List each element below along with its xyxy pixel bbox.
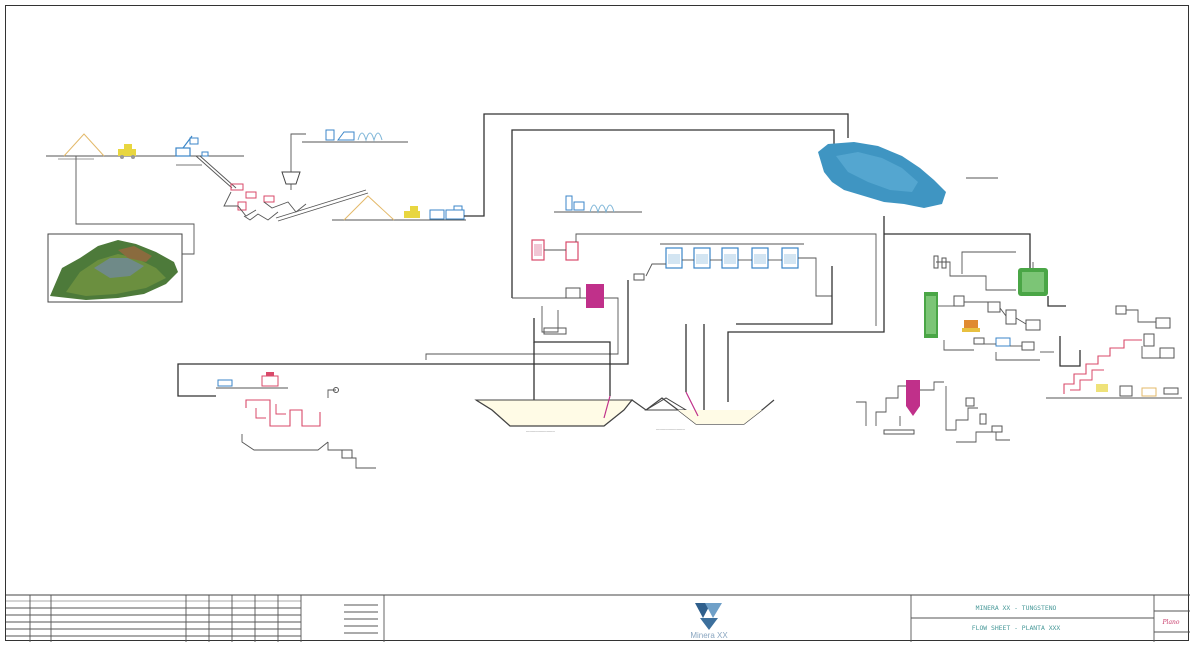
green-column-icon: [924, 292, 938, 338]
flotation-section: [177, 195, 885, 414]
company-logo-icon: [695, 603, 722, 630]
mountain-terrain-icon: [47, 233, 183, 303]
screen-crusher-group: [223, 183, 307, 221]
grinding-mill-icon: [531, 239, 579, 261]
mine-crushing-section: [46, 129, 466, 303]
magenta-furnace-icon: [906, 380, 920, 416]
drawing-stamp: Plano: [1161, 619, 1179, 626]
drawing-sheet: ------------------------- --------------…: [5, 5, 1190, 642]
primary-crusher-icon: [175, 135, 209, 157]
process-water-lines: [464, 113, 849, 298]
drawing-title: FLOW SHEET - PLANTA XXX: [972, 624, 1061, 632]
reagent-preparation-section: [216, 372, 376, 469]
equipment-cluster: [938, 295, 1081, 367]
flotation-cell-icon: [645, 247, 832, 297]
reagent-trucks-icon: [302, 129, 408, 143]
flowsheet-diagram: ------------------------- --------------…: [6, 113, 1190, 642]
ore-stockpile-icon: [63, 133, 105, 157]
svg-text:-------------------------: -------------------------: [656, 427, 685, 431]
revision-table: [6, 595, 302, 642]
title-block: Minera XX MINERA XX - TUNGSTENO FLOW SHE…: [6, 594, 1190, 642]
project-title: MINERA XX - TUNGSTENO: [976, 604, 1057, 612]
svg-text:-------------------------: -------------------------: [526, 429, 555, 433]
concentrate-stockpile-icon: [332, 195, 466, 221]
product-line: [1046, 305, 1182, 399]
tailings-pond-icon: [818, 142, 998, 208]
company-name: Minera XX: [690, 631, 728, 640]
conditioner-tank-icon: [565, 284, 604, 308]
water-storage-ponds: ------------------------- --------------…: [474, 391, 775, 433]
signature-lines: [344, 604, 378, 634]
green-reactor-icon: [1018, 262, 1048, 296]
loader-truck-icon: [118, 144, 136, 159]
chemical-plant-section: [856, 233, 1182, 443]
orange-equipment-icon: [962, 320, 980, 332]
fine-ore-bin-icon: [281, 133, 306, 190]
